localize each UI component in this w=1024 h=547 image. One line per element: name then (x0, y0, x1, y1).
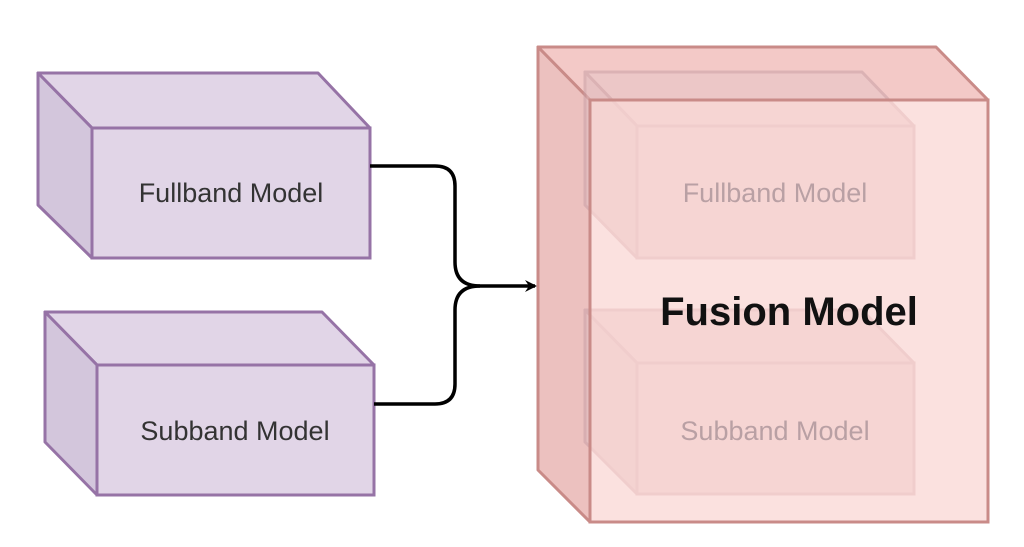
fusion-front-face (588, 98, 990, 524)
fusion-model-block: Fullband Model Subband Model Fusion Mode… (536, 45, 990, 524)
fullband-model-block: Fullband Model (36, 71, 372, 260)
subband-model-block: Subband Model (43, 310, 376, 497)
fullband-front-face (90, 126, 372, 260)
subband-front-face (95, 363, 376, 497)
inner-fullband-label: Fullband Model (683, 178, 868, 208)
fullband-top-face (36, 71, 372, 130)
fusion-side-face (536, 45, 592, 524)
fusion-model-title: Fusion Model (660, 290, 918, 334)
subband-connector (374, 284, 481, 406)
fullband-connector (370, 164, 537, 292)
fullband-model-label: Fullband Model (139, 178, 324, 208)
subband-top-face (43, 310, 376, 367)
inner-subband-label: Subband Model (680, 416, 869, 446)
subband-model-label: Subband Model (140, 416, 329, 446)
